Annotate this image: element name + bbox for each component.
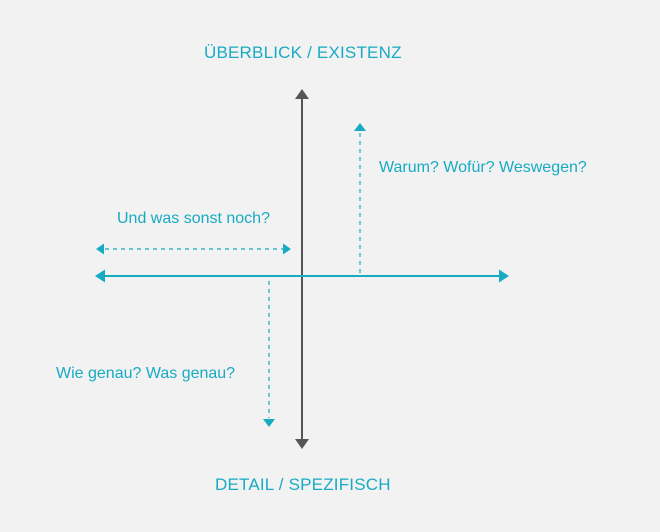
what-else-question-label: Und was sonst noch? [117,210,270,227]
dashed-horizontal-arrow [96,243,291,255]
horizontal-axis-right-arrowhead [499,269,509,283]
vertical-axis-down-arrowhead [295,439,309,449]
horizontal-axis [95,269,509,283]
bottom-axis-label: DETAIL / SPEZIFISCH [215,475,391,494]
dashed-up-arrow [354,123,366,275]
why-question-label: Warum? Wofür? Weswegen? [379,159,587,176]
how-exactly-question-label: Wie genau? Was genau? [56,365,236,382]
vertical-axis-up-arrowhead [295,89,309,99]
dashed-down-arrow [263,281,275,427]
horizontal-axis-left-arrowhead [95,269,105,283]
top-axis-label: ÜBERBLICK / EXISTENZ [204,43,402,62]
vertical-axis [295,89,309,449]
